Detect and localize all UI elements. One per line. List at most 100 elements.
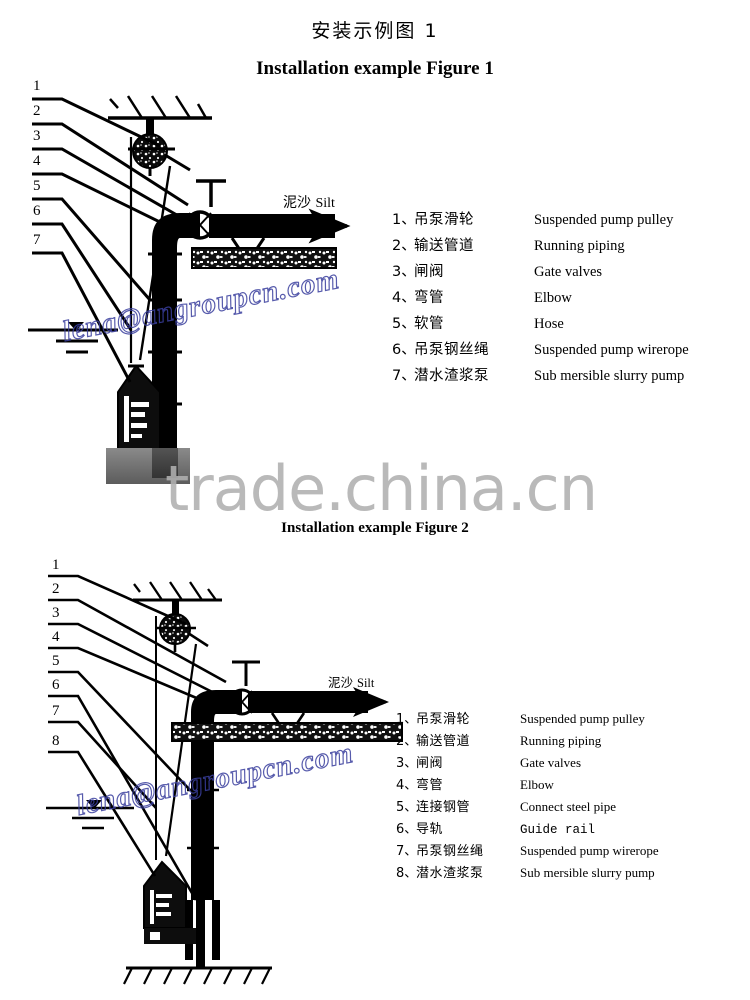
fig2-silt-label: 泥沙 Silt [328, 672, 374, 691]
legend-label-cn: 潜水渣浆泵 [414, 368, 489, 384]
fig2-silt-cn: 泥沙 [328, 675, 354, 690]
legend-number: 3、 [396, 756, 418, 771]
figure1-legend: 1、 吊泵滑轮 Suspended pump pulley 2、 输送管道 Ru… [392, 208, 689, 390]
figure1-diagram [28, 95, 351, 484]
legend-label-cn: 闸阀 [414, 264, 444, 280]
fig1-callout-5: 5 [33, 178, 41, 194]
fig2-ceiling-hatching [133, 581, 222, 602]
page-title-chinese: 安装示例图 1 [311, 20, 439, 42]
legend-label-en: Hose [534, 316, 564, 332]
legend-label-en: Gate valves [534, 264, 603, 280]
fig2-callout-8: 8 [52, 733, 60, 749]
legend-label-cn: 吊泵钢丝绳 [414, 342, 489, 358]
legend-label-cn: 潜水渣浆泵 [416, 866, 484, 881]
figure2-legend: 1、 吊泵滑轮 Suspended pump pulley 2、 输送管道 Ru… [396, 708, 659, 884]
fig1-callout-1: 1 [33, 78, 41, 94]
fig2-concrete-slab [171, 722, 403, 742]
legend-number: 3、 [392, 264, 416, 280]
legend-item: 3、 闸阀 Gate valves [396, 752, 659, 774]
legend-item: 5、 软管 Hose [392, 312, 689, 338]
legend-item: 5、 连接钢管 Connect steel pipe [396, 796, 659, 818]
legend-label-en: Elbow [534, 290, 572, 306]
legend-label-en: Gate valves [520, 755, 582, 770]
fig2-callout-4: 4 [52, 629, 60, 645]
legend-label-en: Guide rail [520, 823, 596, 837]
legend-number: 2、 [396, 734, 418, 749]
legend-label-cn: 导轨 [416, 822, 444, 837]
fig1-silt-cn: 泥沙 [283, 195, 311, 211]
fig2-pump-pulley [157, 600, 209, 652]
legend-item: 6、 导轨 Guide rail [396, 818, 659, 840]
legend-item: 3、 闸阀 Gate valves [392, 260, 689, 286]
legend-number: 7、 [392, 368, 416, 384]
legend-item: 8、 潜水渣浆泵 Sub mersible slurry pump [396, 862, 659, 884]
legend-item: 4、 弯管 Elbow [392, 286, 689, 312]
fig1-callout-2: 2 [33, 103, 41, 119]
legend-label-en: Running piping [534, 238, 625, 254]
legend-label-en: Suspended pump pulley [534, 212, 674, 228]
legend-label-cn: 闸阀 [416, 756, 444, 771]
fig1-callout-3: 3 [33, 128, 41, 144]
legend-item: 2、 输送管道 Running piping [392, 234, 689, 260]
legend-label-cn: 弯管 [414, 290, 444, 306]
fig2-callout-1: 1 [52, 557, 60, 573]
legend-label-cn: 软管 [414, 316, 444, 332]
legend-number: 4、 [392, 290, 416, 306]
legend-item: 1、 吊泵滑轮 Suspended pump pulley [396, 708, 659, 730]
fig2-pump-wirerope [155, 616, 198, 860]
legend-label-en: Sub mersible slurry pump [520, 865, 655, 880]
fig2-callout-3: 3 [52, 605, 60, 621]
legend-label-en: Connect steel pipe [520, 799, 617, 814]
legend-label-en: Elbow [520, 777, 554, 792]
legend-number: 5、 [396, 800, 418, 815]
legend-label-cn: 输送管道 [414, 238, 474, 254]
concrete-support-slab [191, 247, 337, 269]
slurry-pump [117, 364, 161, 453]
legend-label-en: Suspended pump pulley [520, 711, 645, 726]
fig1-silt-label: 泥沙 Silt [283, 192, 335, 212]
legend-number: 1、 [396, 712, 418, 727]
fig1-callout-7: 7 [33, 232, 41, 248]
fig2-callout-leader-lines [48, 574, 233, 901]
legend-item: 7、 潜水渣浆泵 Sub mersible slurry pump [392, 364, 689, 390]
fig1-callout-4: 4 [33, 153, 41, 169]
pump-pulley [128, 118, 191, 176]
fig2-callout-5: 5 [52, 653, 60, 669]
brand-watermark: trade.china.cn [165, 452, 598, 525]
fig1-silt-en: Silt [315, 196, 335, 211]
legend-label-cn: 吊泵滑轮 [414, 212, 474, 228]
callout-leader-lines [32, 97, 197, 383]
legend-number: 7、 [396, 844, 418, 859]
legend-item: 1、 吊泵滑轮 Suspended pump pulley [392, 208, 689, 234]
legend-label-en: Suspended pump wirerope [534, 342, 689, 358]
figure1-title: Installation example Figure 1 [256, 58, 494, 79]
legend-number: 6、 [392, 342, 416, 358]
legend-label-cn: 输送管道 [416, 734, 471, 749]
fig2-silt-en: Silt [357, 676, 375, 690]
fig2-callout-2: 2 [52, 581, 60, 597]
legend-number: 1、 [392, 212, 416, 228]
legend-label-cn: 吊泵钢丝绳 [416, 844, 484, 859]
legend-label-en: Running piping [520, 733, 602, 748]
legend-number: 8、 [396, 866, 418, 881]
legend-number: 4、 [396, 778, 418, 793]
legend-item: 7、 吊泵钢丝绳 Suspended pump wirerope [396, 840, 659, 862]
fig2-water-level-symbol [46, 800, 134, 830]
legend-label-en: Suspended pump wirerope [520, 843, 659, 858]
legend-item: 6、 吊泵钢丝绳 Suspended pump wirerope [392, 338, 689, 364]
legend-item: 2、 输送管道 Running piping [396, 730, 659, 752]
fig2-slurry-pump [143, 860, 196, 944]
fig2-callout-7: 7 [52, 703, 60, 719]
ceiling-hatching [108, 95, 212, 120]
legend-item: 4、 弯管 Elbow [396, 774, 659, 796]
legend-number: 6、 [396, 822, 418, 837]
legend-label-cn: 弯管 [416, 778, 444, 793]
legend-label-cn: 连接钢管 [416, 800, 471, 815]
figure2-title: Installation example Figure 2 [281, 520, 469, 536]
fig1-callout-6: 6 [33, 203, 41, 219]
legend-label-en: Sub mersible slurry pump [534, 368, 685, 384]
fig2-callout-6: 6 [52, 677, 60, 693]
legend-label-cn: 吊泵滑轮 [416, 712, 471, 727]
legend-number: 2、 [392, 238, 416, 254]
